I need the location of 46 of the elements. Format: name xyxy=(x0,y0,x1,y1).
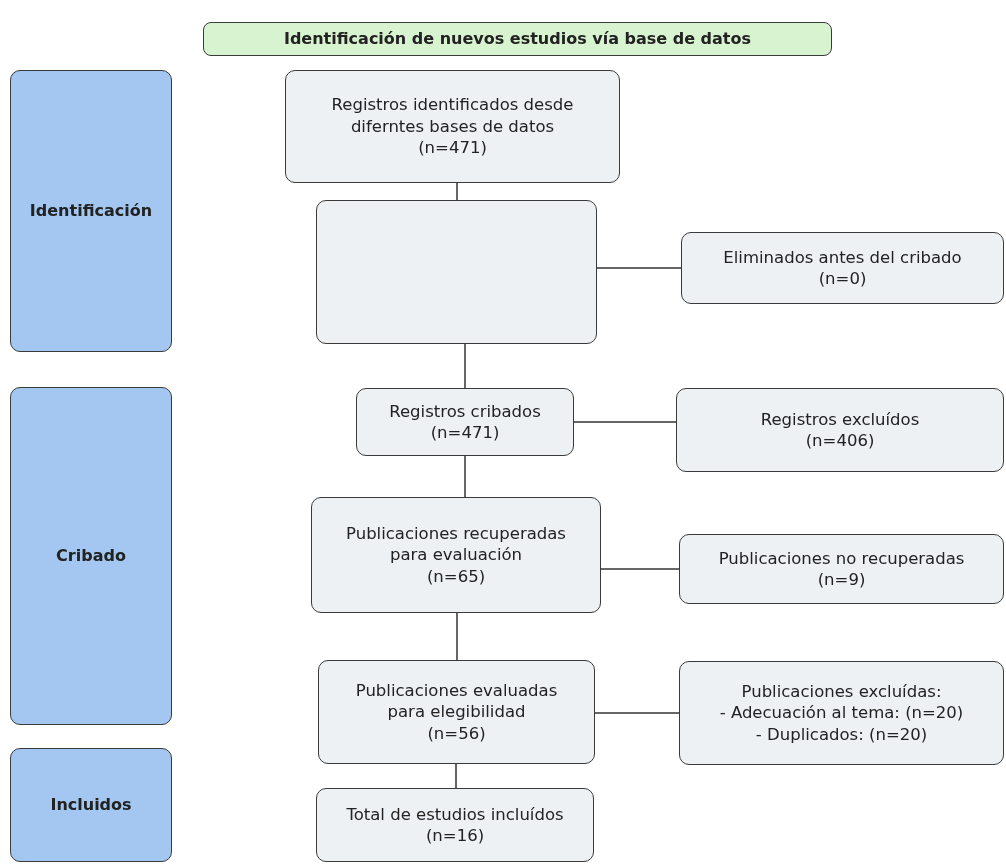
node-text: (n=9) xyxy=(817,569,866,591)
process-box xyxy=(316,788,594,862)
node-text: Registros identificados desde diferntes bases de datos xyxy=(330,94,575,138)
node-text: Identificación xyxy=(29,200,153,222)
connector-line xyxy=(594,712,680,714)
node-text: - Adecuación al tema: (n=20) xyxy=(719,702,964,724)
node-text: (n=16) xyxy=(425,825,485,847)
node-text: - Duplicados: (n=20) xyxy=(755,723,928,746)
node-text: Cribado xyxy=(56,545,126,567)
node-text: (n=56) xyxy=(427,722,486,745)
process-box xyxy=(356,388,574,456)
process-box xyxy=(679,661,1004,765)
process-box xyxy=(681,232,1004,304)
process-box xyxy=(311,497,601,613)
connector-line xyxy=(455,763,457,789)
stage-band xyxy=(10,70,172,352)
connector-line xyxy=(464,455,466,498)
process-box xyxy=(285,70,620,183)
connector-line xyxy=(596,267,682,269)
connector-line xyxy=(464,343,466,389)
connector-line xyxy=(573,421,677,423)
node-text: Publicaciones recuperadas para evaluación xyxy=(345,522,567,566)
connector-line xyxy=(456,612,458,661)
stage-band xyxy=(10,748,172,862)
node-text: Publicaciones excluídas: xyxy=(741,680,942,703)
connector-line xyxy=(600,568,680,570)
node-text: Publicaciones no recuperadas xyxy=(718,547,965,569)
node-text: Eliminados antes del cribado xyxy=(723,246,962,268)
process-box xyxy=(676,388,1004,472)
stage-band xyxy=(10,387,172,725)
empty-box xyxy=(316,200,597,344)
node-text: Identificación de nuevos estudios vía base de datos xyxy=(283,28,752,50)
node-text: (n=0) xyxy=(818,268,867,290)
node-text: Publicaciones evaluadas para elegibilidad xyxy=(354,679,559,723)
node-text: Registros excluídos xyxy=(760,408,920,430)
connector-line xyxy=(456,182,458,201)
node-text: (n=471) xyxy=(418,137,487,159)
process-box xyxy=(318,660,595,764)
process-box xyxy=(679,534,1004,604)
node-text: (n=406) xyxy=(805,430,875,452)
node-text: Registros cribados xyxy=(389,400,541,422)
node-text: (n=471) xyxy=(430,422,500,444)
node-text: Incluidos xyxy=(50,794,132,816)
heading-box xyxy=(203,22,832,56)
node-text: (n=65) xyxy=(426,565,486,588)
node-text: Total de estudios incluídos xyxy=(346,803,564,825)
